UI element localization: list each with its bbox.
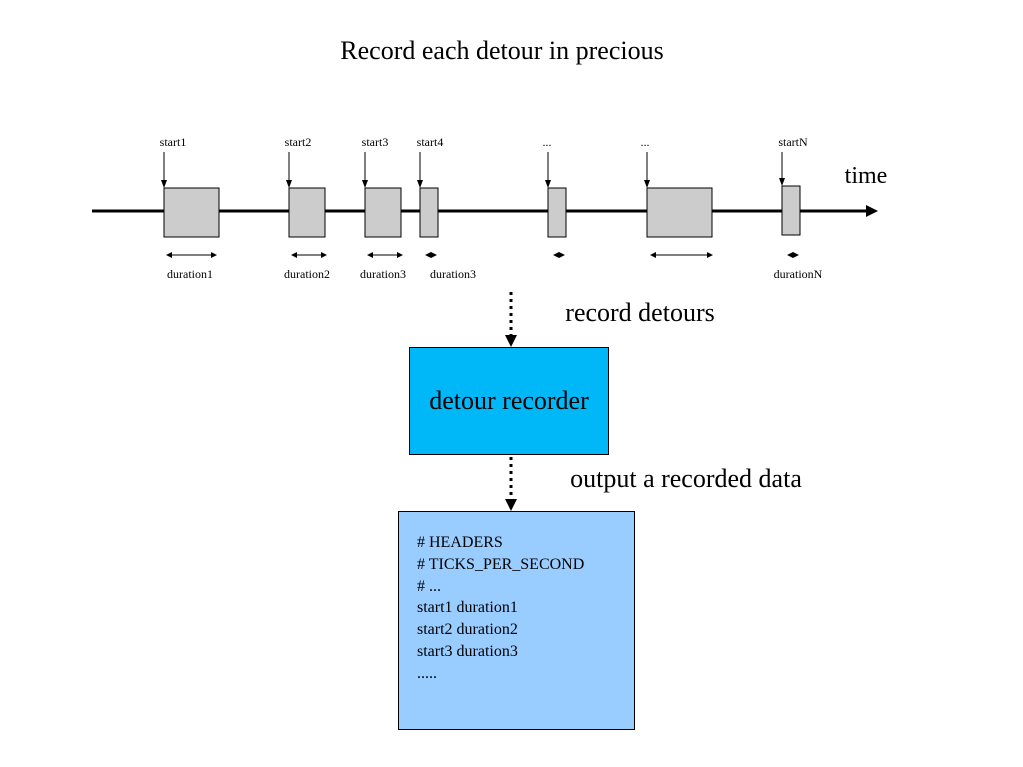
duration-label: duration2: [284, 267, 330, 281]
recorded-data-line: # TICKS_PER_SECOND: [417, 555, 585, 573]
duration-arrowhead-right: [793, 252, 799, 258]
recorded-data-line: # ...: [417, 577, 441, 595]
record-flow-label: record detours: [565, 298, 714, 327]
duration-label: duration3: [360, 267, 406, 281]
duration-arrowhead-left: [166, 252, 172, 258]
duration-arrowhead-right: [431, 252, 437, 258]
duration-arrowhead-left: [291, 252, 297, 258]
recorded-data-line: # HEADERS: [417, 534, 503, 551]
start-arrowhead: [545, 180, 551, 188]
detour-recorder-label: detour recorder: [429, 386, 589, 415]
detour-box: [781, 185, 801, 236]
duration-arrowhead-right: [321, 252, 327, 258]
duration-arrowhead-left: [367, 252, 373, 258]
duration-arrowhead-right: [559, 252, 565, 258]
duration-arrowhead-left: [787, 252, 793, 258]
duration-label: duration1: [167, 267, 213, 281]
recorded-data-line: start3 duration3: [417, 642, 518, 660]
record-flow-arrowhead: [505, 335, 517, 347]
start-label: start4: [417, 135, 444, 149]
detour-box: [163, 187, 220, 238]
start-arrowhead: [417, 180, 423, 188]
start-label: startN: [778, 135, 808, 149]
detour-marks: start1 duration1 start2 duration2 start3 dura…: [160, 135, 823, 281]
recorded-data-box: # HEADERS # TICKS_PER_SECOND # ... start…: [398, 511, 635, 730]
duration-arrowhead-left: [553, 252, 559, 258]
start-label: start3: [362, 135, 389, 149]
time-axis-arrowhead: [866, 205, 878, 217]
start-arrowhead: [362, 180, 368, 188]
start-arrowhead: [644, 180, 650, 188]
start-label: start1: [160, 135, 187, 149]
recorded-data-line: start1 duration1: [417, 599, 518, 617]
detour-recorder-box: detour recorder: [409, 347, 609, 455]
duration-arrowhead-right: [707, 252, 713, 258]
detour-box: [547, 187, 567, 238]
output-flow-arrowhead: [505, 499, 517, 511]
start-arrowhead: [779, 178, 785, 186]
recorded-data-line: start2 duration2: [417, 621, 518, 639]
duration-arrowhead-left: [425, 252, 431, 258]
duration-label: durationN: [774, 267, 823, 281]
duration-arrowhead-right: [397, 252, 403, 258]
start-label: ...: [543, 135, 552, 149]
output-flow-label: output a recorded data: [570, 464, 802, 493]
recorded-data-line: .....: [417, 664, 437, 682]
diagram-title: Record each detour in precious: [340, 36, 663, 65]
detour-box: [288, 187, 326, 238]
detour-box: [646, 187, 713, 238]
start-arrowhead: [161, 180, 167, 188]
duration-arrowhead-left: [650, 252, 656, 258]
duration-arrowhead-right: [211, 252, 217, 258]
start-arrowhead: [286, 180, 292, 188]
detour-box: [419, 187, 439, 238]
start-label: ...: [641, 135, 650, 149]
detour-box: [364, 187, 402, 238]
time-axis-label: time: [845, 163, 888, 189]
duration-label: duration3: [430, 267, 476, 281]
start-label: start2: [285, 135, 312, 149]
